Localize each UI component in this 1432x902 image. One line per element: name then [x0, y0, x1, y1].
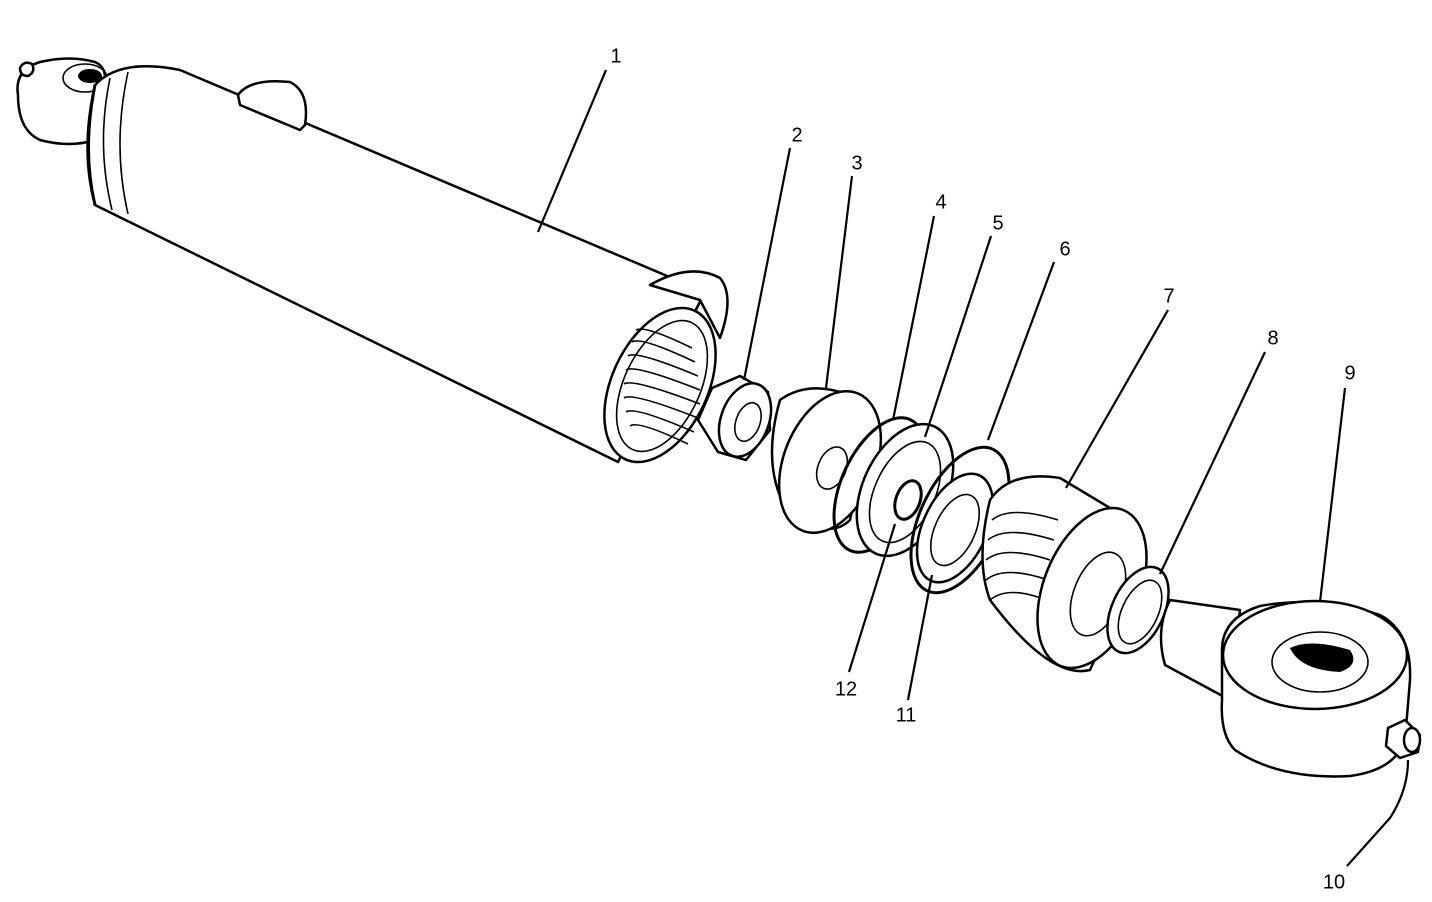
callout-1: 1: [610, 45, 621, 67]
callout-4: 4: [935, 191, 946, 213]
callout-6: 6: [1059, 238, 1070, 260]
wear-ring: [1106, 565, 1170, 655]
callout-12: 12: [835, 678, 857, 700]
cylinder-head: [770, 387, 883, 534]
piston: [981, 475, 1148, 673]
cylinder-barrel: [16, 57, 729, 464]
callout-3: 3: [851, 152, 862, 174]
callout-10: 10: [1323, 871, 1345, 893]
rod-seal-ring: [893, 479, 923, 521]
callout-5: 5: [992, 212, 1003, 234]
leader-lines: [536, 69, 1410, 867]
callout-9: 9: [1344, 362, 1355, 384]
rod-end-eye: [1159, 598, 1412, 778]
callout-labels: 1 2 3 4 5 6 7 8 9 10 11 12: [610, 45, 1355, 893]
grease-fitting: [1384, 718, 1422, 760]
callout-8: 8: [1267, 327, 1278, 349]
callout-11: 11: [896, 704, 917, 726]
hex-nut: [696, 374, 773, 462]
callout-7: 7: [1163, 285, 1174, 307]
callout-2: 2: [791, 124, 802, 146]
